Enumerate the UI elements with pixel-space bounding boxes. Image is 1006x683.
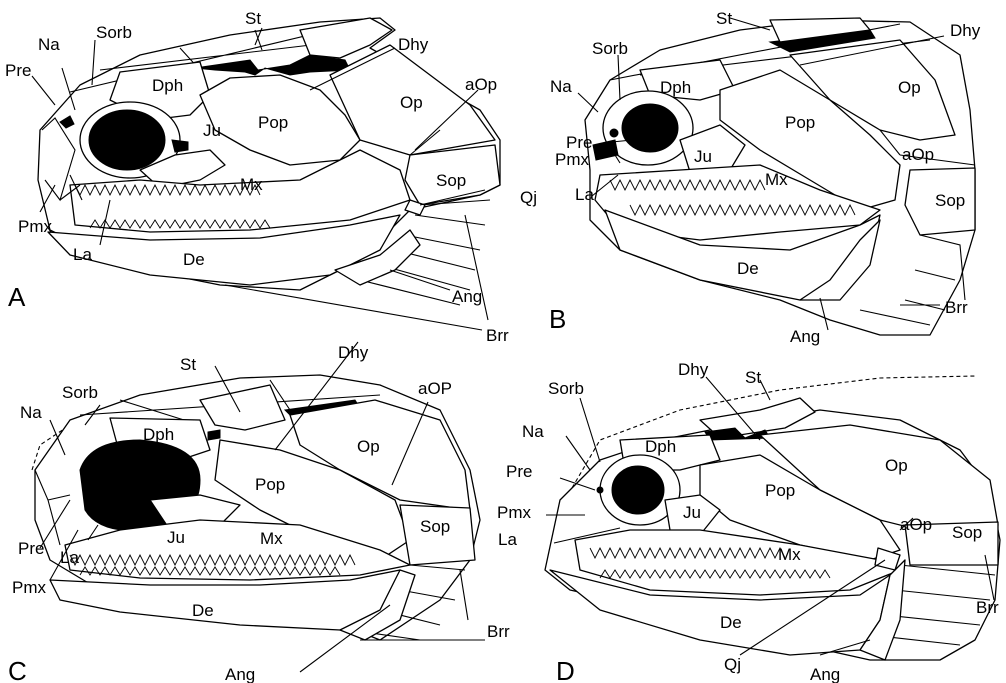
label-aop-d: aOp [900, 515, 932, 534]
panel-a: St Dhy Sorb Na Pre Dph Pop Op aOp Ju Mx … [5, 9, 537, 345]
label-na-a: Na [38, 35, 60, 54]
label-ang-a: Ang [452, 287, 482, 306]
label-ju-b: Ju [694, 147, 712, 166]
label-sorb-a: Sorb [96, 23, 132, 42]
panel-label-c: C [8, 656, 27, 683]
label-pmx-c: Pmx [12, 578, 47, 597]
label-pop-b: Pop [785, 113, 815, 132]
label-ang-c: Ang [225, 665, 255, 683]
label-la-d: La [498, 530, 517, 549]
label-sorb-b: Sorb [592, 39, 628, 58]
label-brr-b: Brr [945, 298, 968, 317]
label-brr-a: Brr [486, 326, 509, 345]
label-dph-a: Dph [152, 76, 183, 95]
panel-b: St Dhy Sorb Na Dph Op Pop Pre Pmx Ju aOp… [549, 9, 981, 346]
label-mx-d: Mx [778, 545, 801, 564]
label-qj-d: Qj [724, 655, 741, 674]
label-st-c: St [180, 355, 196, 374]
label-ang-b: Ang [790, 327, 820, 346]
label-sorb-c: Sorb [62, 383, 98, 402]
label-pop-a: Pop [258, 113, 288, 132]
label-aop-b: aOp [902, 145, 934, 164]
label-ju-d: Ju [683, 503, 701, 522]
label-sop-c: Sop [420, 517, 450, 536]
label-la-a: La [73, 245, 92, 264]
orbit-a [89, 110, 165, 170]
panel-c: Dhy St aOP Sorb Na Dph Op Pop Mx Sop Pre… [8, 342, 510, 683]
label-sop-d: Sop [952, 523, 982, 542]
label-pmx-b: Pmx [555, 150, 590, 169]
label-dhy-a: Dhy [398, 35, 429, 54]
label-qj-a: Qj [520, 188, 537, 207]
panel-label-d: D [556, 656, 575, 683]
label-st-b: St [716, 9, 732, 28]
panel-label-a: A [8, 282, 26, 312]
label-op-c: Op [357, 437, 380, 456]
label-dph-d: Dph [645, 437, 676, 456]
label-de-c: De [192, 601, 214, 620]
orbit-d [612, 466, 664, 514]
label-pmx-a: Pmx [18, 217, 53, 236]
label-ang-d: Ang [810, 665, 840, 683]
label-pre-a: Pre [5, 61, 31, 80]
label-op-b: Op [898, 78, 921, 97]
label-ju-a: Ju [203, 121, 221, 140]
label-de-b: De [737, 259, 759, 278]
label-st-d: St [745, 368, 761, 387]
label-brr-d: Brr [976, 598, 999, 617]
label-na-b: Na [550, 77, 572, 96]
label-sorb-d: Sorb [548, 379, 584, 398]
label-la-c: La [60, 548, 79, 567]
label-de-d: De [720, 613, 742, 632]
label-de-a: De [183, 250, 205, 269]
label-brr-c: Brr [487, 622, 510, 641]
label-aop-c: aOP [418, 379, 452, 398]
label-mx-a: Mx [240, 175, 263, 194]
label-ju-c: Ju [167, 528, 185, 547]
label-pre-c: Pre [18, 539, 44, 558]
label-sop-b: Sop [935, 191, 965, 210]
label-na-d: Na [522, 422, 544, 441]
label-op-a: Op [400, 93, 423, 112]
label-dph-b: Dph [660, 78, 691, 97]
label-la-b: La [575, 185, 594, 204]
label-dhy-b: Dhy [950, 21, 981, 40]
label-pop-d: Pop [765, 481, 795, 500]
label-pmx-d: Pmx [497, 503, 532, 522]
orbit-b [622, 104, 678, 152]
label-mx-c: Mx [260, 529, 283, 548]
label-pop-c: Pop [255, 475, 285, 494]
label-dhy-d: Dhy [678, 360, 709, 379]
label-pre-d: Pre [506, 462, 532, 481]
label-st-a: St [245, 9, 261, 28]
panel-d: Dhy St Sorb Na Dph Op Pre Pop Pmx Ju aOp… [497, 360, 1000, 683]
label-dph-c: Dph [143, 425, 174, 444]
panel-label-b: B [549, 304, 566, 334]
label-aop-a: aOp [465, 75, 497, 94]
label-op-d: Op [885, 456, 908, 475]
label-na-c: Na [20, 403, 42, 422]
label-dhy-c: Dhy [338, 343, 369, 362]
label-sop-a: Sop [436, 171, 466, 190]
label-mx-b: Mx [765, 170, 788, 189]
